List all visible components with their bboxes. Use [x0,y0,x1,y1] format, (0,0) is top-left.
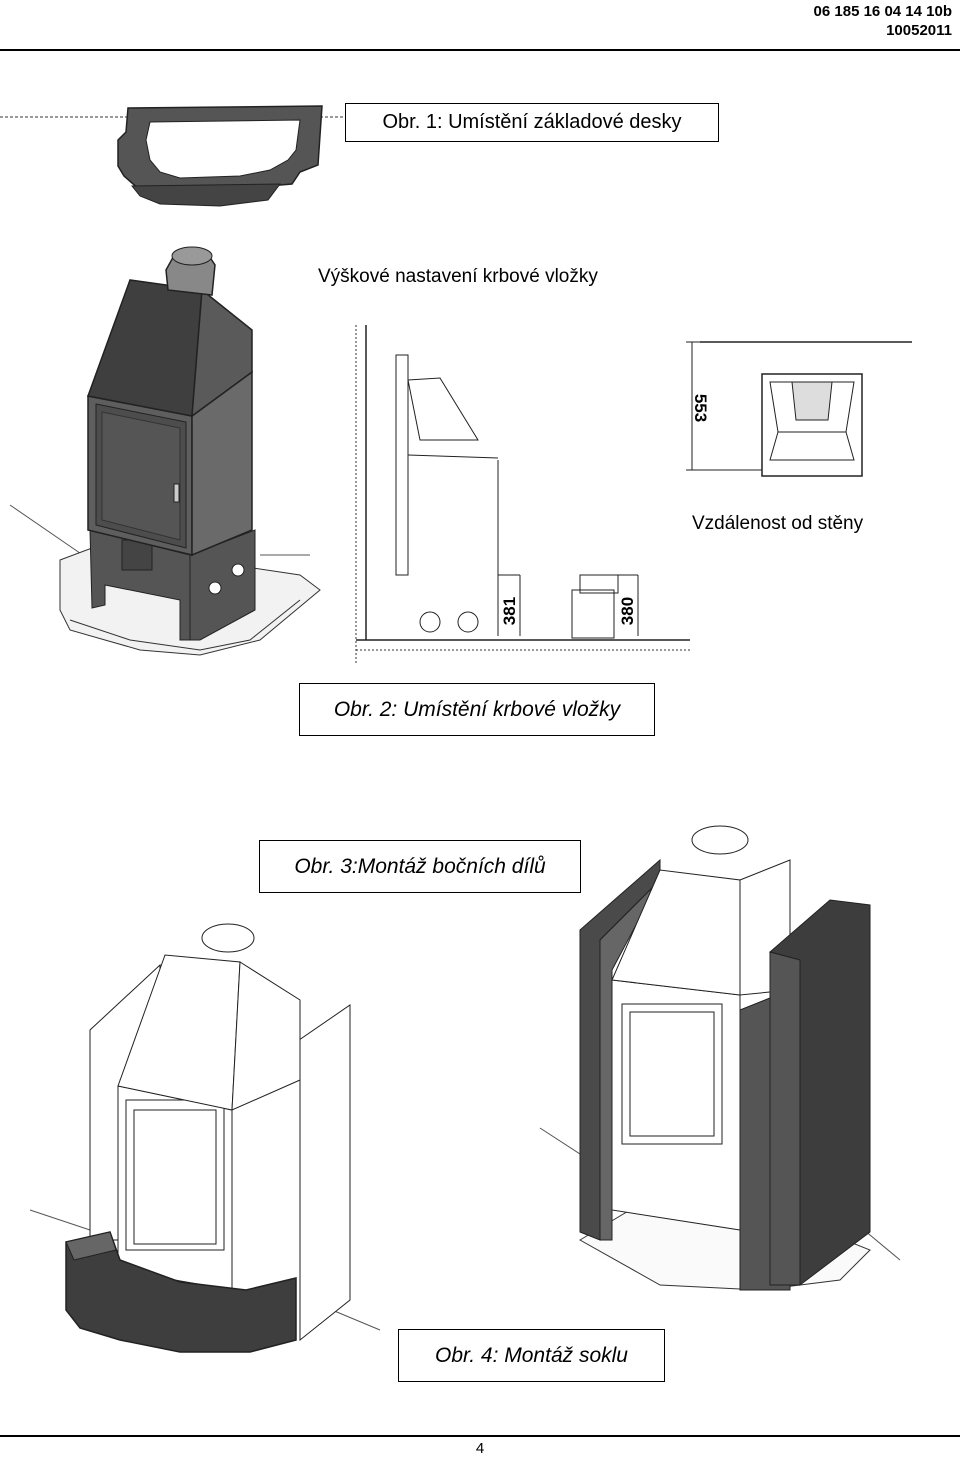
height-profile-drawing [355,325,690,665]
base-plate-drawing [117,105,323,207]
dimension-381: 381 [500,596,520,626]
height-adjustment-label: Výškové nastavení krbové vložky [318,266,598,287]
figure-2-caption-text: Obr. 2: Umístění krbové vložky [333,698,621,721]
header-rule [0,49,960,51]
figure-2-caption: Obr. 2: Umístění krbové vložky [299,683,655,736]
page-number: 4 [475,1440,485,1457]
document-code: 06 185 16 04 14 10b 10052011 [814,2,952,40]
figure-3-caption-text: Obr. 3:Montáž bočních dílů [294,855,546,878]
figure-1-caption-text: Obr. 1: Umístění základové desky [382,111,682,133]
side-panels-assembly-drawing [539,825,901,1291]
figure-1-caption: Obr. 1: Umístění základové desky [345,103,719,142]
figure-4-caption: Obr. 4: Montáž soklu [398,1329,665,1382]
document-date: 10052011 [886,22,952,39]
plinth-assembly-drawing [29,923,381,1353]
dimension-553: 553 [691,393,711,423]
fireplace-insert-drawing [9,246,321,656]
document-number: 06 185 16 04 14 10b [813,3,952,20]
wall-distance-drawing [686,341,912,477]
wall-distance-label: Vzdálenost od stěny [692,513,864,534]
figure-3-caption: Obr. 3:Montáž bočních dílů [259,840,581,893]
dimension-380: 380 [618,596,638,626]
figure-4-caption-text: Obr. 4: Montáž soklu [435,1344,628,1367]
footer-rule [0,1435,960,1437]
